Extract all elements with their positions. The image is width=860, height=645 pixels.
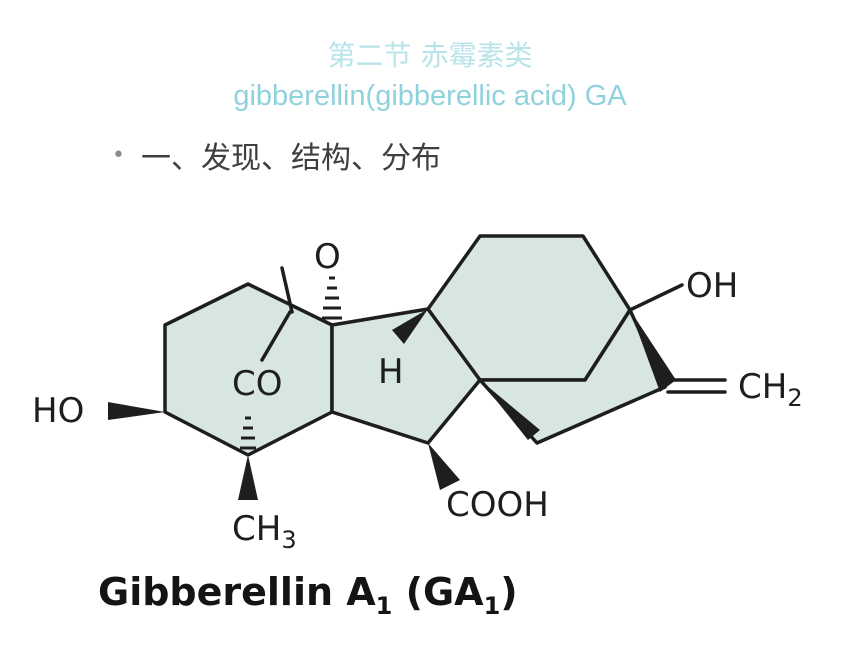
- bullet-item: • 一、发现、结构、分布: [112, 133, 441, 177]
- slide-title-english: gibberellin(gibberellic acid) GA: [233, 80, 627, 112]
- wedge-ho: [108, 402, 165, 420]
- wedge-cage: [480, 380, 540, 440]
- label-ch2: CH2: [738, 367, 803, 412]
- bullet-dot-icon: •: [112, 142, 125, 168]
- gibberellin-structure-diagram: O CO H OH HO CH2 CH3 COOH: [32, 234, 803, 554]
- label-ch3: CH3: [232, 509, 297, 554]
- slide-title-chinese: 第二节 赤霉素类: [327, 39, 533, 72]
- lactone-bond-2: [280, 266, 294, 314]
- ring-b: [330, 307, 482, 445]
- label-ho: HO: [32, 391, 84, 431]
- wedge-cooh: [428, 443, 460, 490]
- label-cooh: COOH: [446, 485, 549, 525]
- label-oh: OH: [686, 266, 738, 306]
- oh-bond: [628, 283, 684, 312]
- wedge-ch3: [238, 455, 258, 500]
- bullet-text: 一、发现、结构、分布: [140, 141, 441, 176]
- label-co: CO: [232, 364, 283, 404]
- wedge-oh-carbon: [630, 310, 676, 392]
- structure-caption: Gibberellin A1 (GA1): [98, 570, 518, 620]
- label-o-top: O: [314, 237, 341, 277]
- label-h: H: [378, 352, 404, 392]
- lactone-bond-1: [260, 310, 292, 362]
- wedge-h: [392, 309, 428, 344]
